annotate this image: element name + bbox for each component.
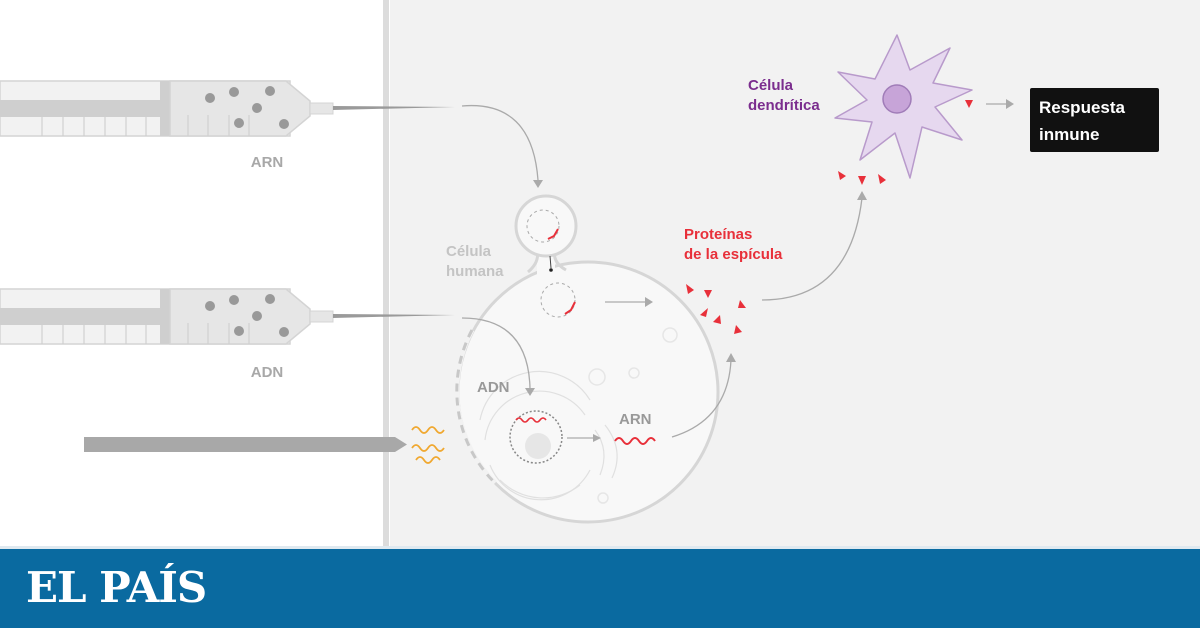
syringe-rna-label: ARN [251,154,284,171]
dendritic-label-1: Célula [748,77,794,94]
vaccine-mechanism-diagram: ARN ADN [0,0,1200,546]
viral-vector-injector [84,426,445,464]
dna-wave-icon [411,426,445,464]
dendritic-cell [834,34,973,179]
spike-label-1: Proteínas [684,226,752,243]
human-cell-label-2: humana [446,263,504,280]
cytoplasm-rna-label: ARN [619,411,652,428]
dna-syringe: ADN [0,288,455,381]
spike-proteins [686,100,973,334]
el-pais-logo[interactable]: EL PAÍS [26,563,207,612]
spike-label-2: de la espícula [684,246,783,263]
rna-syringe: ARN [0,80,455,171]
human-cell: Célula humana ADN ARN [446,194,720,524]
nucleus-dna-label: ADN [477,379,510,396]
dendritic-label-2: dendrítica [748,97,820,114]
footer-bar: EL PAÍS [0,546,1200,628]
response-label-2: inmune [1039,125,1099,144]
syringe-dna-label: ADN [251,364,284,381]
panel-divider [383,0,389,546]
human-cell-label-1: Célula [446,243,492,260]
immune-response-box: Respuesta inmune [1030,88,1159,152]
process-arrows [461,103,1006,439]
response-label-1: Respuesta [1039,98,1126,117]
